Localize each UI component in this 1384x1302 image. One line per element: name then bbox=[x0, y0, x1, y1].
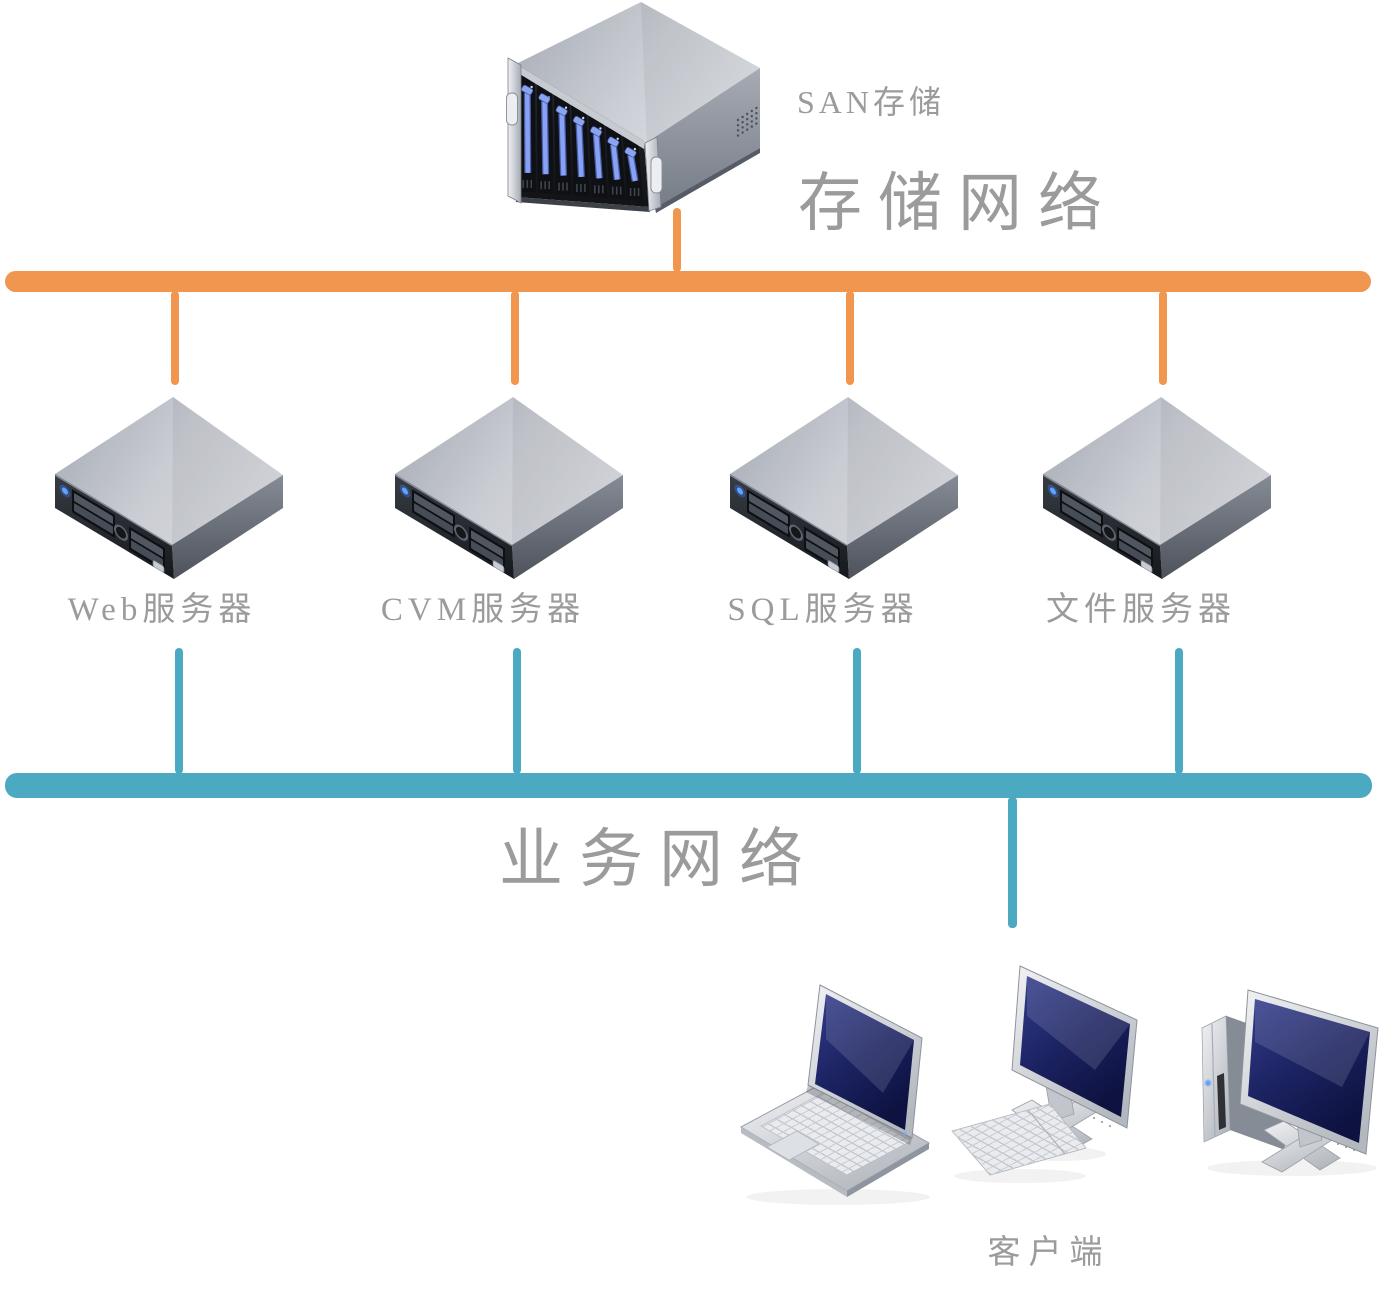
server-icon-sql bbox=[727, 396, 961, 582]
left-rack-rail bbox=[507, 57, 522, 204]
connector-cvm-to-business bbox=[513, 648, 521, 774]
connector-storage-to-web bbox=[171, 291, 179, 385]
connector-storage-to-sql bbox=[846, 291, 854, 385]
connector-storage-to-file bbox=[1159, 291, 1167, 385]
server-label-file: 文件服务器 bbox=[1046, 592, 1236, 628]
business-network-label: 业务网络 bbox=[499, 824, 819, 895]
clients-label: 客户端 bbox=[987, 1235, 1111, 1271]
storage-network-label: 存储网络 bbox=[798, 168, 1118, 239]
server-label-cvm: CVM服务器 bbox=[380, 592, 586, 628]
laptop-screen bbox=[815, 994, 914, 1130]
drive-bays bbox=[519, 74, 644, 201]
connector-web-to-business bbox=[175, 648, 183, 774]
san-label: SAN存储 bbox=[797, 84, 946, 120]
laptop-keyboard bbox=[760, 1091, 912, 1176]
server-label-web: Web服务器 bbox=[67, 592, 257, 628]
monitor-screen bbox=[1020, 976, 1130, 1117]
business-network-bus bbox=[5, 773, 1372, 798]
desktop-tower-monitor-icon bbox=[1192, 982, 1384, 1182]
connector-storage-to-cvm bbox=[511, 291, 519, 385]
server-icon-file bbox=[1040, 396, 1274, 582]
connector-san-to-storage-bus bbox=[673, 208, 681, 272]
connector-file-to-business bbox=[1175, 648, 1183, 774]
laptop-icon bbox=[733, 975, 933, 1210]
monitor-screen bbox=[1248, 999, 1370, 1143]
server-label-sql: SQL服务器 bbox=[727, 592, 919, 628]
vent-holes bbox=[736, 106, 758, 137]
connector-business-to-clients bbox=[1008, 797, 1017, 928]
storage-network-bus bbox=[5, 271, 1371, 292]
desktop-monitor-keyboard-icon bbox=[950, 958, 1150, 1188]
keyboard bbox=[951, 1103, 1087, 1176]
san-storage-icon bbox=[506, 0, 768, 215]
server-icon-cvm bbox=[392, 396, 626, 582]
laptop-touchpad bbox=[766, 1130, 820, 1161]
server-icon-web bbox=[52, 396, 286, 582]
connector-sql-to-business bbox=[853, 648, 861, 774]
